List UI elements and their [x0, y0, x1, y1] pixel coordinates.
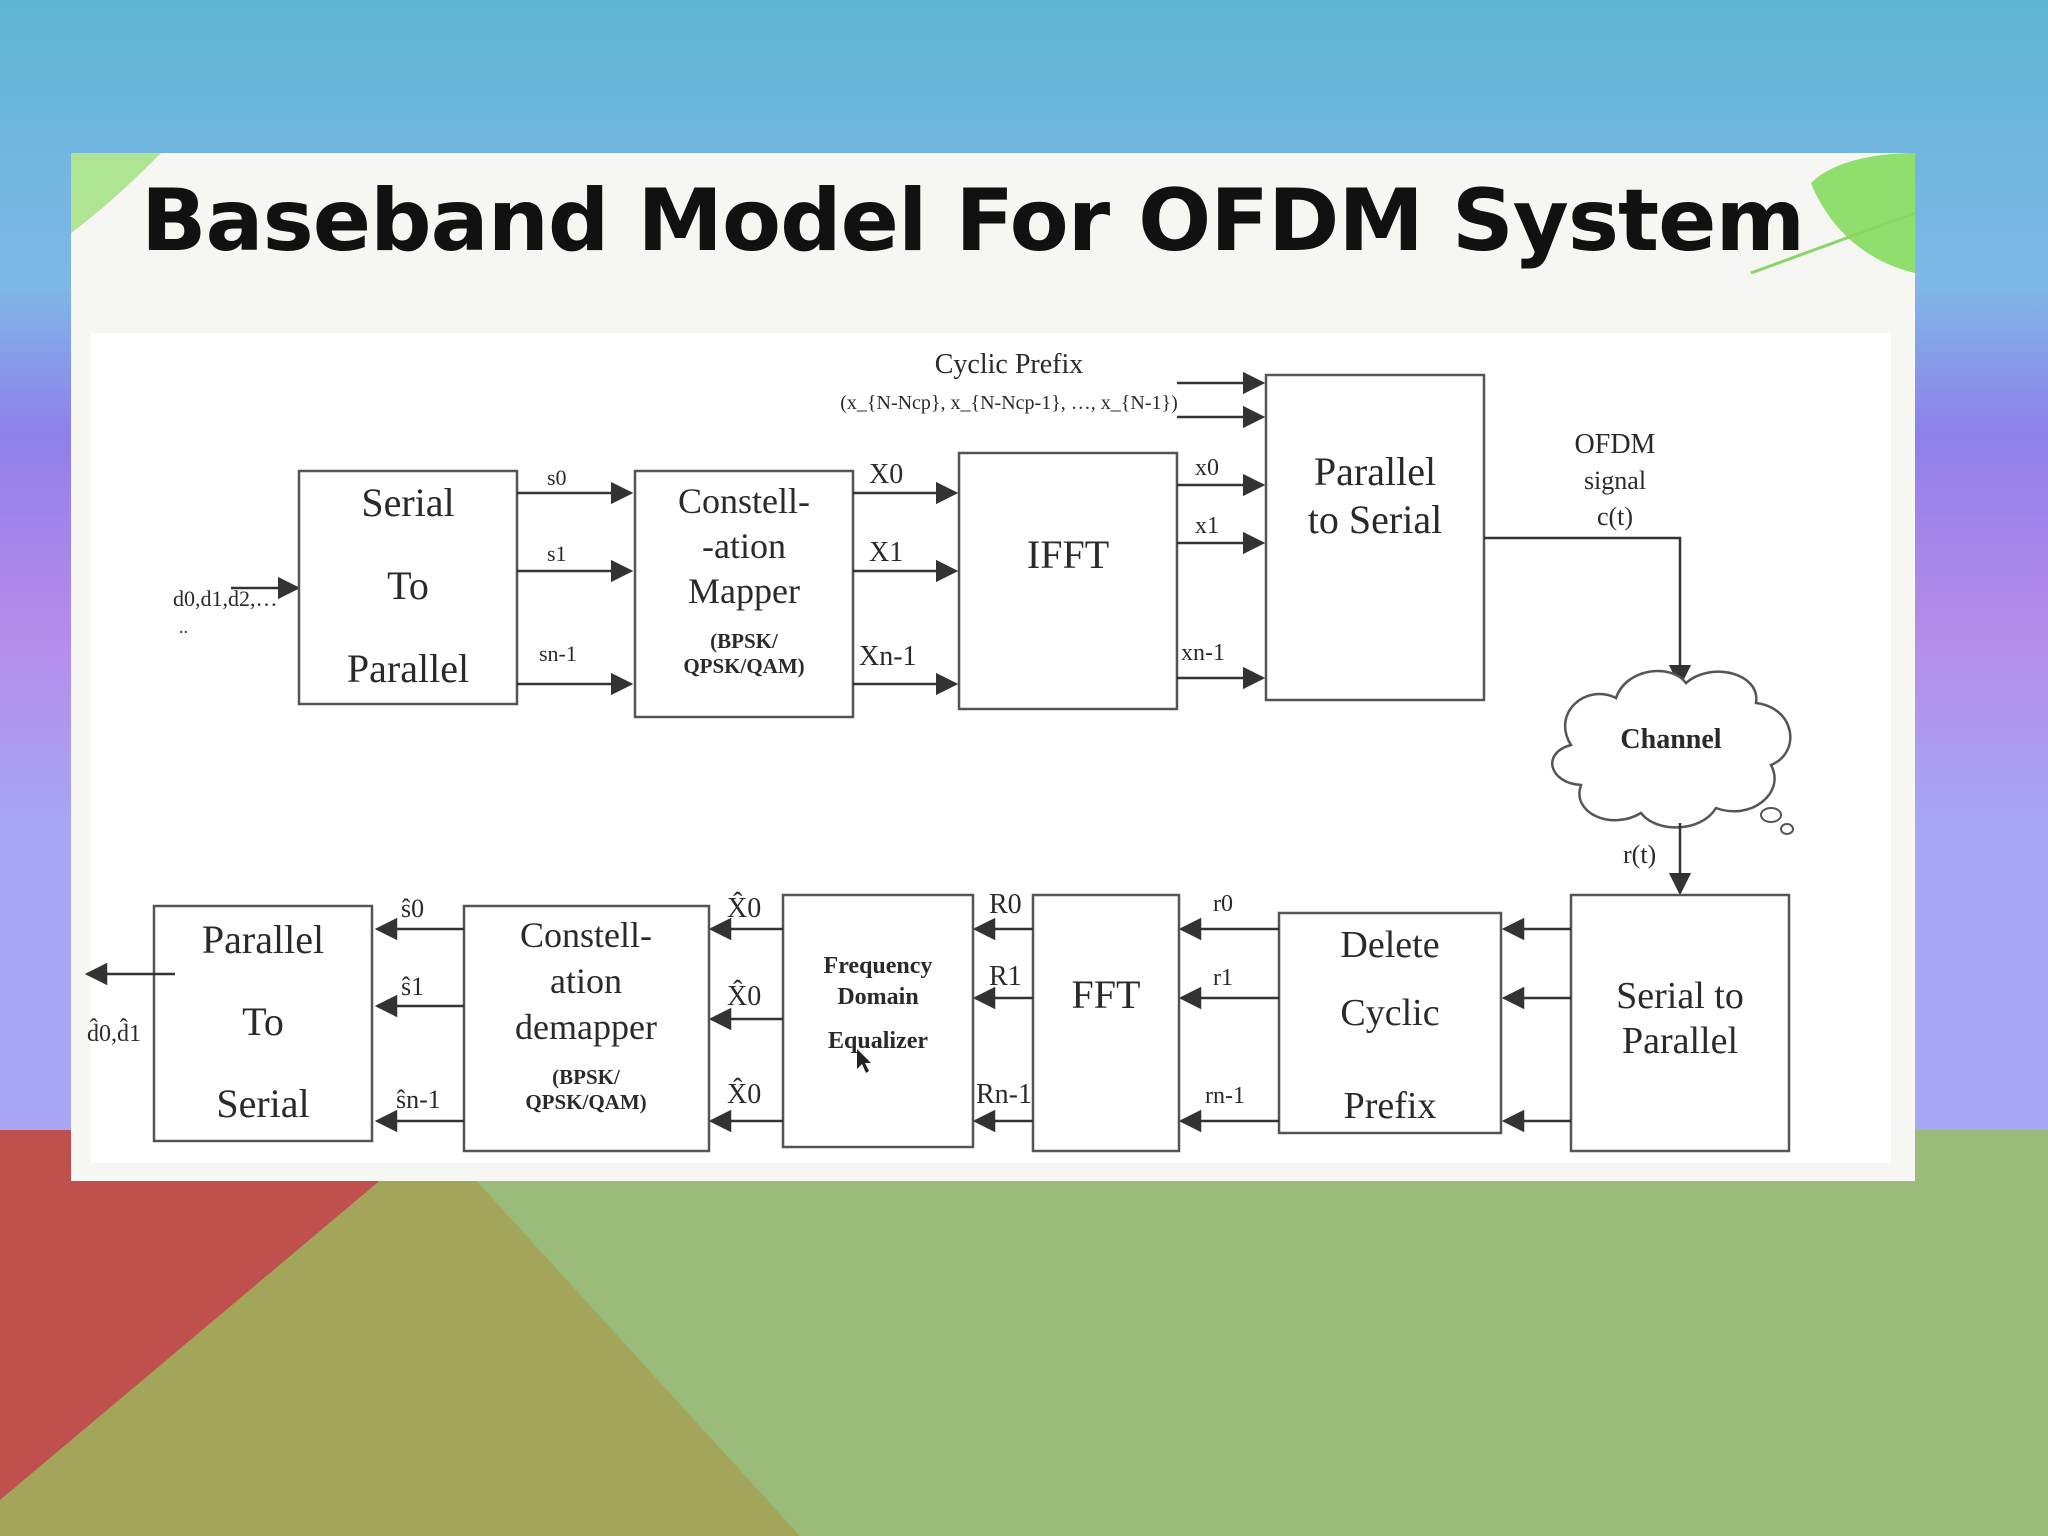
shat0-label: ŝ0: [401, 894, 424, 923]
X0-label: X0: [869, 459, 903, 490]
equalizer-line1: Frequency: [824, 953, 933, 979]
cloud-outline: [1551, 669, 1792, 829]
X1-label: X1: [869, 537, 903, 568]
Xhat0-label-1: X̂0: [727, 893, 761, 924]
xn1-label: xn-1: [1181, 640, 1225, 666]
rx-pts-line3: Serial: [216, 1081, 309, 1126]
tx-serial-to-parallel-box: [297, 469, 519, 706]
cloud-bubble-1: [1760, 807, 1782, 823]
leaf-glow-left: [71, 153, 161, 233]
x1-label: x1: [1195, 513, 1219, 539]
demapper-box: [462, 904, 711, 1153]
ofdm-to-channel-arrow: [1484, 536, 1692, 688]
tx-mapper-box: [633, 469, 855, 719]
s1-label: s1: [547, 541, 567, 566]
demapper-line4: (BPSK/: [552, 1065, 621, 1089]
delete-cp-line3: Prefix: [1344, 1085, 1437, 1127]
tx-stp-line2: To: [387, 563, 429, 608]
input-ellipsis: ..: [179, 617, 188, 637]
r1-label: r1: [1213, 965, 1233, 991]
Xhat0-label-3: X̂0: [727, 1079, 761, 1110]
cyclic-prefix-value: (x_{N-Ncp}, x_{N-Ncp-1}, …, x_{N-1}): [840, 392, 1178, 414]
cyclic-prefix-label: Cyclic Prefix: [935, 349, 1084, 380]
leaf-shape: [1811, 153, 1915, 273]
equalizer-line2: Domain: [837, 984, 918, 1010]
ifft-label: IFFT: [1027, 532, 1109, 577]
rx-pts-line1: Parallel: [202, 917, 324, 962]
rx-pts-line2: To: [242, 999, 284, 1044]
red-triangle: [0, 1130, 440, 1500]
shatn1-label: ŝn-1: [396, 1085, 441, 1114]
ofdm-signal-line2: signal: [1584, 466, 1646, 495]
rx-stp-line1: Serial to: [1616, 975, 1744, 1017]
demapper-line3: demapper: [515, 1007, 657, 1047]
ofdm-signal-line1: OFDM: [1575, 429, 1656, 460]
shat1-label: ŝ1: [401, 972, 424, 1001]
tx-stp-line1: Serial: [361, 480, 454, 525]
demapper-line2: ation: [550, 961, 622, 1001]
rx-parallel-to-serial-box: [152, 904, 374, 1143]
R0-label: R0: [989, 889, 1022, 920]
equalizer-line3: Equalizer: [828, 1028, 928, 1054]
mapper-line2: -ation: [702, 526, 786, 566]
olive-triangle: [0, 1130, 800, 1536]
mouse-cursor-icon: [857, 1049, 871, 1073]
mapper-line4: (BPSK/: [710, 629, 779, 653]
cloud-bubble-2: [1780, 823, 1794, 835]
mapper-line3: Mapper: [688, 571, 800, 611]
tx-pts-line2: to Serial: [1308, 497, 1442, 542]
rx-serial-to-parallel-box: [1569, 893, 1791, 1153]
R1-label: R1: [989, 961, 1022, 992]
slide-panel: Baseband Model For OFDM System d0,d1,d2,…: [71, 153, 1915, 1181]
rn1-label: rn-1: [1205, 1083, 1245, 1109]
rx-stp-line2: Parallel: [1622, 1020, 1738, 1062]
x0-label: x0: [1195, 455, 1219, 481]
Rn1-label: Rn-1: [976, 1079, 1032, 1110]
Xn1-label: Xn-1: [859, 641, 917, 672]
channel-cloud: [1551, 669, 1794, 835]
leaf-decoration: [71, 153, 1915, 275]
delete-cp-line2: Cyclic: [1340, 992, 1439, 1034]
Xhat0-label-2: X̂0: [727, 981, 761, 1012]
equalizer-box: [781, 893, 975, 1149]
s0-label: s0: [547, 465, 567, 490]
ifft-box: [957, 451, 1179, 711]
fft-box: [1031, 893, 1181, 1153]
ofdm-block-diagram: d0,d1,d2,… .. Serial To Parallel s0 s1 s…: [84, 333, 1891, 1163]
tx-pts-line1: Parallel: [1314, 449, 1436, 494]
leaf-vein: [1750, 211, 1915, 275]
rt-label: r(t): [1623, 840, 1656, 869]
mapper-line5: QPSK/QAM): [683, 654, 804, 678]
demapper-line1: Constell-: [520, 915, 652, 955]
delete-cp-line1: Delete: [1340, 924, 1439, 966]
input-label: d0,d1,d2,…: [173, 586, 278, 611]
demapper-line5: QPSK/QAM): [525, 1090, 646, 1114]
delete-cp-box: [1277, 911, 1503, 1135]
ofdm-signal-line3: c(t): [1597, 502, 1633, 531]
slide-title: Baseband Model For OFDM System: [141, 171, 1805, 271]
tx-parallel-to-serial-box: [1264, 373, 1486, 702]
mapper-line1: Constell-: [678, 481, 810, 521]
sn1-label: sn-1: [539, 641, 577, 666]
channel-label: Channel: [1620, 724, 1721, 755]
tx-stp-line3: Parallel: [347, 646, 469, 691]
r0-label: r0: [1213, 891, 1233, 917]
fft-label: FFT: [1072, 972, 1141, 1017]
output-label: d̂0,d̂1: [87, 1018, 141, 1047]
